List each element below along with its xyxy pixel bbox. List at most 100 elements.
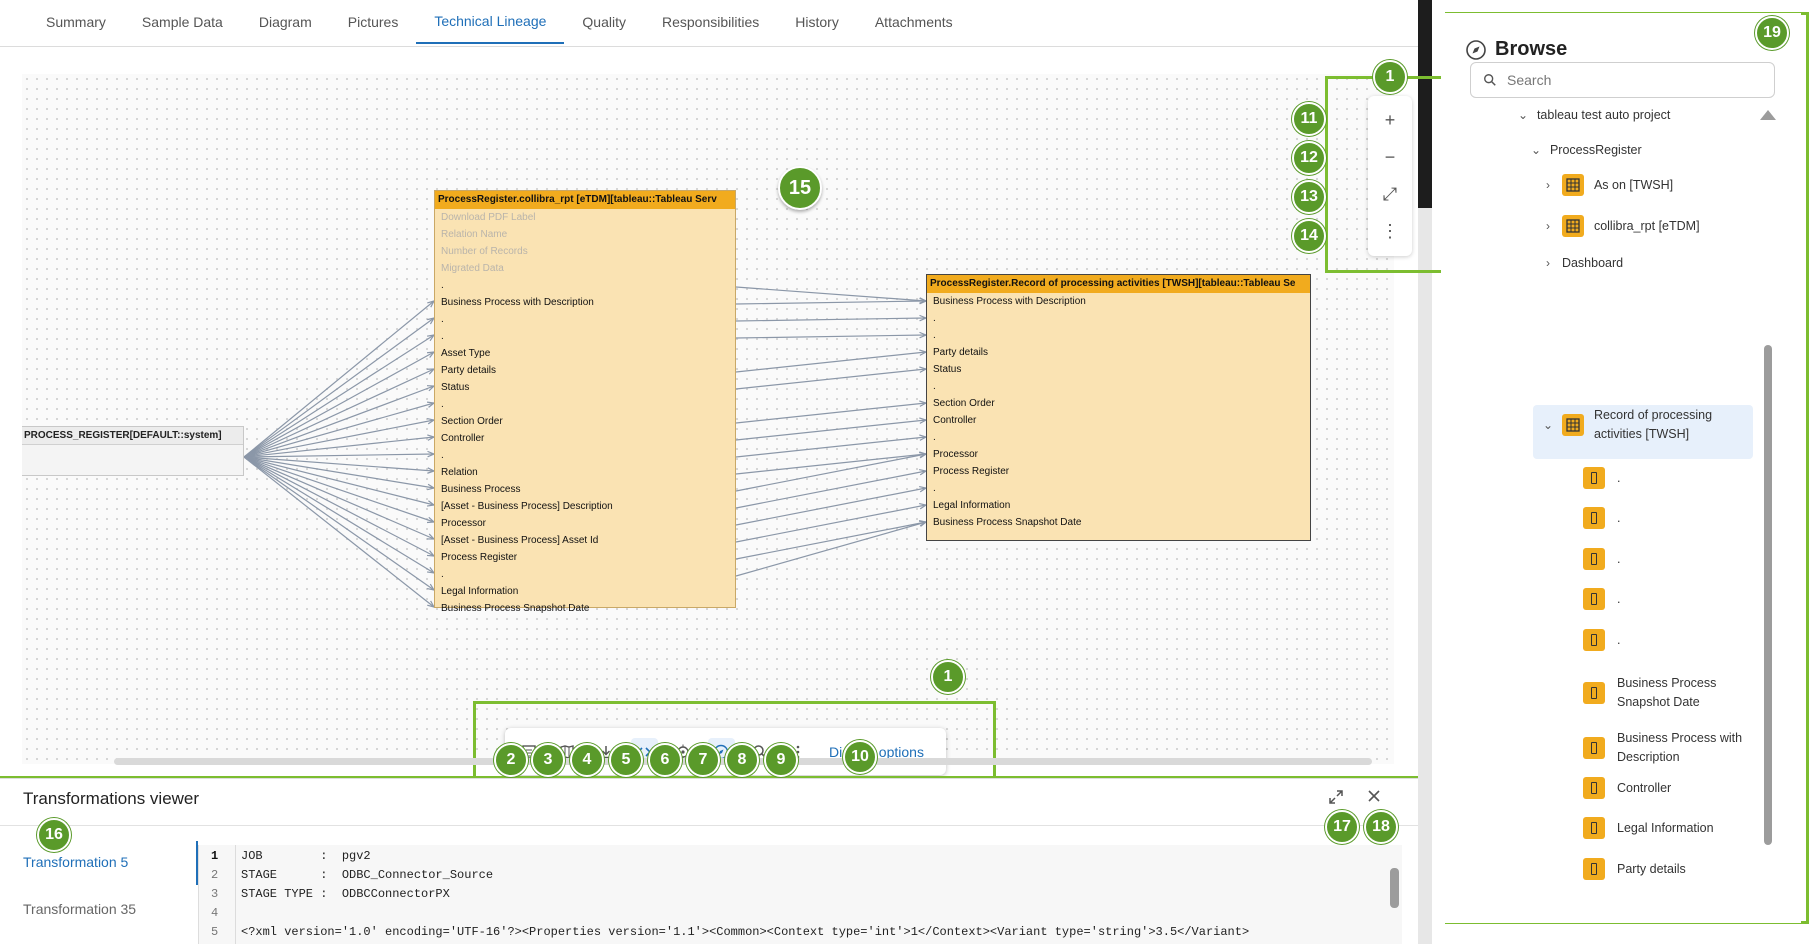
tree-item-label: Business Process Snapshot Date	[1617, 676, 1717, 709]
column-icon	[1583, 777, 1605, 799]
node-row[interactable]: Business Process with Description	[441, 297, 594, 308]
transformations-viewer: Transformations viewer Transformation 5 …	[0, 778, 1418, 944]
tab-summary[interactable]: Summary	[46, 14, 106, 30]
tree-item-table[interactable]: › collibra_rpt [eTDM]	[1541, 215, 1700, 237]
node-row[interactable]: Processor	[441, 518, 487, 529]
node-row[interactable]: [Asset - Business Process] Description	[441, 501, 613, 512]
node-row[interactable]: [Asset - Business Process] Asset Id	[441, 535, 599, 546]
zoom-out-button[interactable]: −	[1384, 147, 1396, 167]
node-row[interactable]: Relation	[441, 467, 478, 478]
node-row[interactable]: .	[933, 483, 936, 494]
tab-history[interactable]: History	[795, 14, 839, 30]
tree-item-table[interactable]: › As on [TWSH]	[1541, 174, 1673, 196]
chevron-right-icon: ›	[1546, 219, 1550, 233]
tab-quality[interactable]: Quality	[582, 14, 626, 30]
transformations-viewer-title: Transformations viewer	[23, 789, 200, 808]
tab-responsibilities[interactable]: Responsibilities	[662, 14, 760, 30]
tree-item-column[interactable]: .	[1583, 507, 1757, 529]
node-row[interactable]: Processor	[933, 449, 979, 460]
node-row[interactable]: Status	[441, 382, 470, 393]
tree-item-column[interactable]: Legal Information	[1583, 817, 1757, 839]
tree-item-column[interactable]: .	[1583, 548, 1757, 570]
node-row[interactable]: Party details	[441, 365, 497, 376]
node-row[interactable]: Legal Information	[441, 586, 519, 597]
close-icon[interactable]	[1367, 789, 1381, 807]
active-item-indicator	[196, 841, 198, 885]
node-row[interactable]: Business Process with Description	[933, 296, 1086, 307]
code-line: STAGE TYPE : ODBCConnectorPX	[241, 887, 450, 901]
node-row[interactable]: .	[441, 399, 444, 410]
node-row[interactable]: .	[441, 280, 444, 291]
node-row[interactable]: Controller	[933, 415, 977, 426]
code-vertical-scrollbar[interactable]	[1390, 868, 1399, 908]
chevron-right-icon: ›	[1546, 256, 1550, 270]
tree-item-column[interactable]: .	[1583, 588, 1757, 610]
tableau-node-record-of-processing[interactable]: ProcessRegister.Record of processing act…	[926, 274, 1311, 541]
node-row[interactable]: Asset Type	[441, 348, 491, 359]
transformation-item[interactable]: Transformation 35	[23, 901, 137, 917]
tree-item-column[interactable]: Controller	[1583, 777, 1757, 799]
fit-to-screen-button[interactable]: ⤢	[1382, 184, 1398, 204]
node-row[interactable]: Process Register	[933, 466, 1010, 477]
node-row[interactable]: .	[933, 381, 936, 392]
node-row[interactable]: .	[933, 432, 936, 443]
tab-bar: Summary Sample Data Diagram Pictures Tec…	[0, 0, 1418, 47]
node-row[interactable]: .	[441, 331, 444, 342]
node-row[interactable]: Business Process Snapshot Date	[441, 603, 590, 614]
node-row[interactable]: Party details	[933, 347, 989, 358]
tableau-node-collibra-rpt[interactable]: ProcessRegister.collibra_rpt [eTDM][tabl…	[434, 190, 736, 614]
node-row[interactable]: Business Process Snapshot Date	[933, 517, 1082, 528]
tab-diagram[interactable]: Diagram	[258, 14, 312, 30]
column-icon	[1583, 817, 1605, 839]
tree-item-dashboard[interactable]: › Dashboard	[1541, 256, 1623, 270]
browse-search-input[interactable]: Search	[1470, 62, 1775, 98]
node-row-faded[interactable]: Migrated Data	[441, 263, 504, 274]
node-row[interactable]: .	[441, 569, 444, 580]
node-row[interactable]: .	[933, 313, 936, 324]
node-row-faded[interactable]: Relation Name	[441, 229, 508, 240]
scroll-up-arrow[interactable]	[1760, 110, 1776, 120]
node-row-faded[interactable]: Number of Records	[441, 246, 528, 257]
expand-icon[interactable]	[1328, 789, 1344, 809]
tree-item-column[interactable]: .	[1583, 629, 1757, 651]
tree-item-label: .	[1617, 510, 1621, 525]
tree-item-project[interactable]: ⌄ tableau test auto project	[1516, 108, 1670, 122]
tree-item-column[interactable]: Party details	[1583, 858, 1757, 880]
node-row[interactable]: Status	[933, 364, 962, 375]
tab-pictures[interactable]: Pictures	[347, 14, 399, 30]
source-node[interactable]: PROCESS_REGISTER[DEFAULT::system]	[22, 426, 244, 476]
node-row[interactable]: Section Order	[441, 416, 503, 427]
code-line: JOB : pgv2	[241, 849, 371, 863]
tree-item-column[interactable]: Business Process with Description	[1583, 729, 1757, 767]
tree-item-column[interactable]: .	[1583, 467, 1757, 489]
tree-item-table-selected[interactable]: ⌄ Record of processing activities [TWSH]	[1541, 406, 1744, 444]
callout-badge: 13	[1292, 180, 1326, 214]
tree-item-label: .	[1617, 591, 1621, 606]
table-icon	[1561, 414, 1584, 436]
node-row[interactable]: Legal Information	[933, 500, 1011, 511]
zoom-in-button[interactable]: +	[1384, 110, 1396, 130]
node-row[interactable]: .	[441, 314, 444, 325]
node-row[interactable]: Process Register	[441, 552, 518, 563]
node-row[interactable]: Business Process	[441, 484, 521, 495]
more-options-button[interactable]: ⋮	[1381, 221, 1399, 241]
tab-technical-lineage[interactable]: Technical Lineage	[416, 0, 565, 44]
tab-sample-data[interactable]: Sample Data	[141, 14, 223, 30]
tree-item-label: .	[1617, 632, 1621, 647]
node-row-faded[interactable]: Download PDF Label	[441, 212, 536, 223]
callout-badge: 1	[931, 660, 965, 694]
tree-item-label: Record of processing activities [TWSH]	[1593, 408, 1713, 441]
tab-attachments[interactable]: Attachments	[874, 14, 953, 30]
code-viewer[interactable]: 1 JOB : pgv2 2 STAGE : ODBC_Connector_So…	[198, 845, 1402, 944]
divider	[0, 825, 1418, 826]
node-row[interactable]: Section Order	[933, 398, 995, 409]
browse-vertical-scrollbar[interactable]	[1764, 345, 1772, 845]
line-number: 4	[211, 906, 219, 920]
node-row[interactable]: .	[933, 330, 936, 341]
node-row[interactable]: .	[441, 450, 444, 461]
tree-item-folder[interactable]: ⌄ ProcessRegister	[1529, 143, 1642, 157]
node-row[interactable]: Controller	[441, 433, 485, 444]
search-icon	[1484, 74, 1496, 86]
tree-item-column[interactable]: Business Process Snapshot Date	[1583, 674, 1757, 712]
transformation-item-active[interactable]: Transformation 5	[23, 854, 129, 870]
